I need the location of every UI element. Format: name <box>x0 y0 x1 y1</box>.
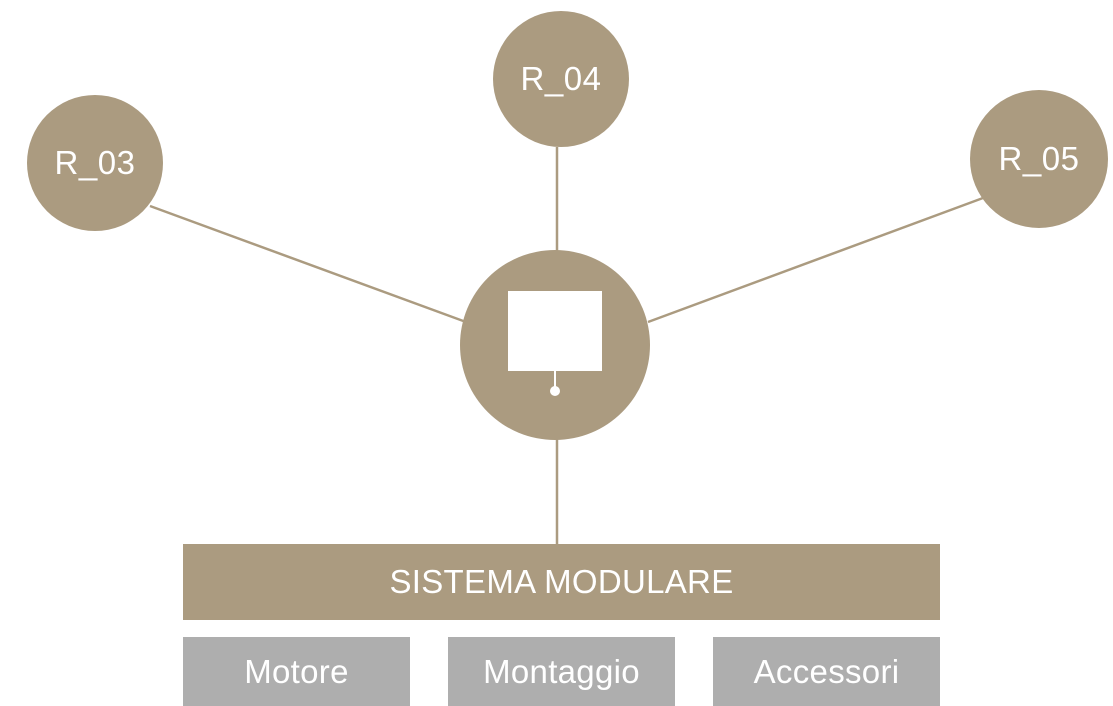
module-box-motore: Motore <box>183 637 410 706</box>
system-label: SISTEMA MODULARE <box>389 563 734 600</box>
node-r05: R_05 <box>970 90 1108 228</box>
module-box-montaggio: Montaggio <box>448 637 675 706</box>
node-r04-label: R_04 <box>520 60 602 97</box>
connector-r03-hub <box>149 204 467 324</box>
node-r03-label: R_03 <box>54 144 136 181</box>
node-r04: R_04 <box>493 11 629 147</box>
monitor-icon <box>508 291 602 371</box>
monitor-stem <box>554 371 556 387</box>
module-box-accessori: Accessori <box>713 637 940 706</box>
system-bar: SISTEMA MODULARE <box>183 544 940 620</box>
module-label: Motore <box>244 652 349 690</box>
node-r05-label: R_05 <box>998 140 1080 177</box>
module-label: Montaggio <box>483 652 640 690</box>
node-r03: R_03 <box>27 95 163 231</box>
module-label: Accessori <box>753 652 900 690</box>
hub-node <box>460 250 650 440</box>
monitor-dot <box>550 386 560 396</box>
connector-r05-hub <box>647 196 984 324</box>
